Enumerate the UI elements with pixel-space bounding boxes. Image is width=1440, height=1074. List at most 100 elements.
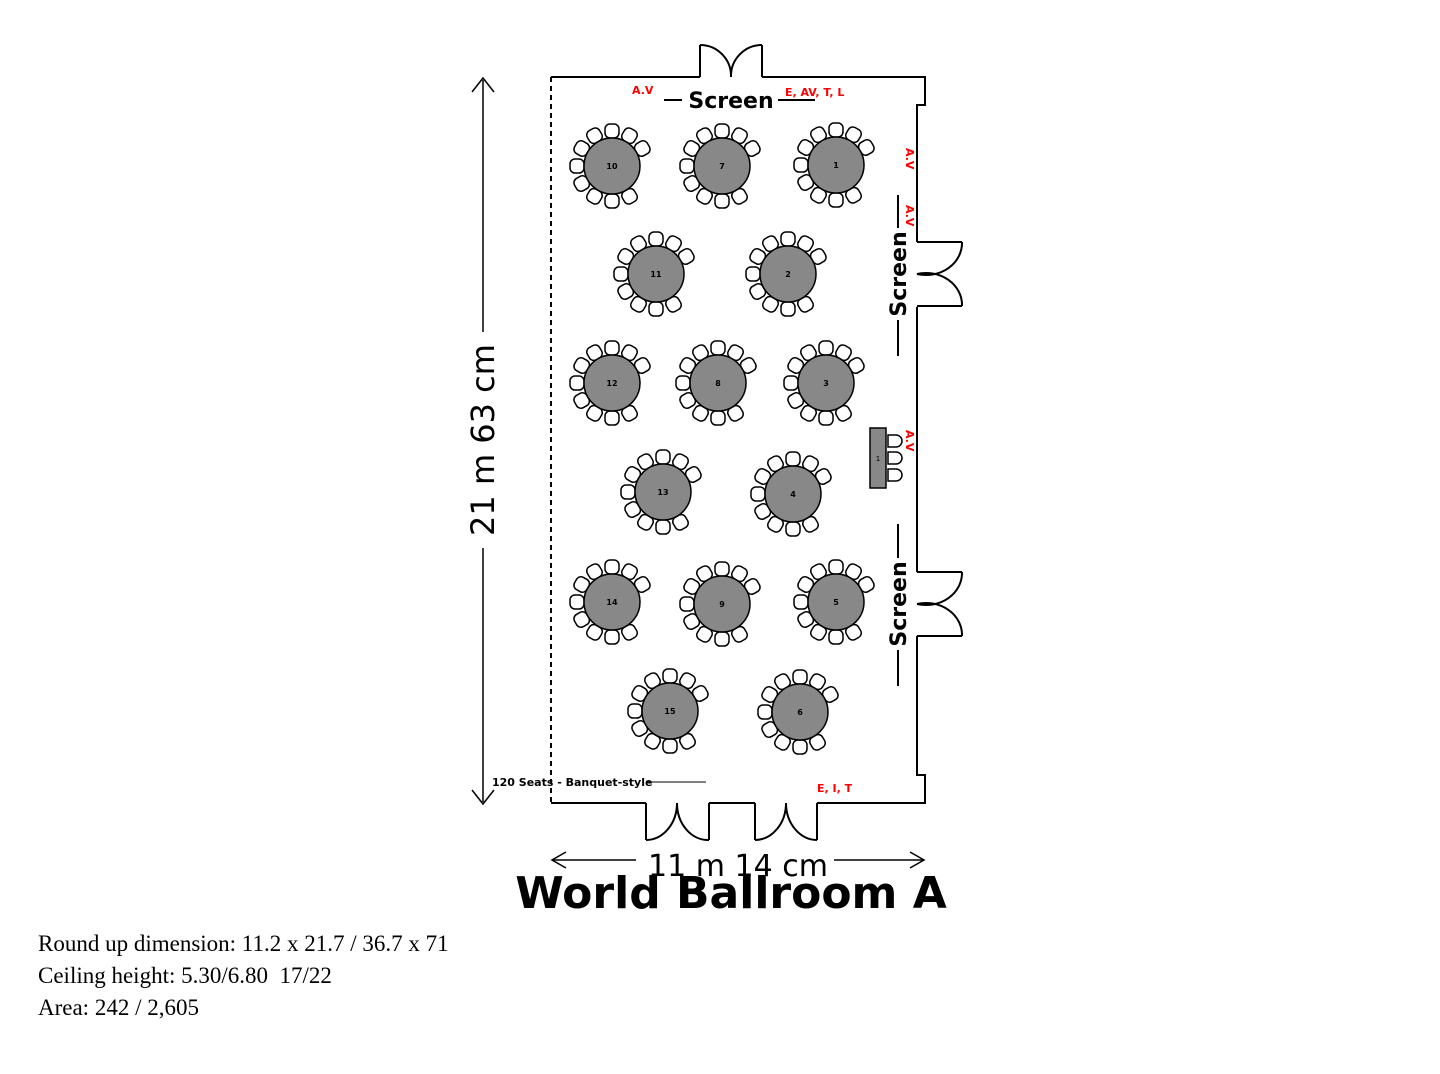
- chair: [785, 451, 801, 467]
- chair: [793, 157, 809, 173]
- chair: [828, 122, 844, 138]
- chair: [714, 631, 730, 647]
- door-right-lower[interactable]: [916, 571, 964, 637]
- round-table-10[interactable]: 10: [569, 123, 652, 209]
- outlet-av-top: A.V: [632, 84, 654, 97]
- chair: [679, 596, 695, 612]
- screen-label-right-lower: Screen: [887, 561, 912, 646]
- screen-label-right-upper: Screen: [887, 231, 912, 316]
- chair: [569, 594, 585, 610]
- chair: [604, 559, 620, 575]
- round-table-3[interactable]: 3: [783, 340, 866, 426]
- chair: [620, 484, 636, 500]
- round-up-dimension: Round up dimension: 11.2 x 21.7 / 36.7 x…: [38, 931, 449, 956]
- table-top: [797, 354, 855, 412]
- round-table-15[interactable]: 15: [627, 668, 710, 754]
- door-bottom-left[interactable]: [645, 802, 756, 842]
- outlet-av-right-2: A.V: [903, 205, 916, 227]
- chair: [569, 158, 585, 174]
- table-top: [807, 136, 865, 194]
- chair: [757, 704, 773, 720]
- floor-plan: Screen Screen Screen A.V E, AV, T, L A.V…: [464, 44, 964, 919]
- table-number: 15: [664, 707, 676, 716]
- chair: [828, 629, 844, 645]
- chair: [648, 231, 664, 247]
- chair: [569, 375, 585, 391]
- table-number: 1: [833, 161, 839, 170]
- chair: [785, 521, 801, 537]
- table-number: 9: [719, 600, 725, 609]
- outlet-bottom-right: E, I, T: [817, 782, 853, 795]
- width-dimension: [550, 851, 926, 869]
- length-dimension: [471, 76, 495, 806]
- round-table-2[interactable]: 2: [745, 231, 828, 317]
- door-top[interactable]: [699, 44, 763, 78]
- width-label: 11 m 14 cm: [648, 849, 828, 884]
- screen-right-lower: Screen: [887, 524, 912, 686]
- chair: [792, 739, 808, 755]
- chair: [604, 123, 620, 139]
- table-number: 7: [719, 162, 725, 171]
- round-table-12[interactable]: 12: [569, 340, 652, 426]
- chair: [604, 193, 620, 209]
- head-table[interactable]: 1: [869, 427, 903, 489]
- table-number: 5: [833, 598, 839, 607]
- round-table-1[interactable]: 1: [793, 122, 876, 208]
- table-top: [583, 354, 641, 412]
- table-top: [759, 245, 817, 303]
- chair: [745, 266, 761, 282]
- head-table-label: 1: [876, 455, 880, 463]
- table-number: 14: [606, 598, 618, 607]
- table-number: 11: [650, 270, 662, 279]
- round-table-9[interactable]: 9: [679, 561, 762, 647]
- round-table-7[interactable]: 7: [679, 123, 762, 209]
- table-top: [634, 463, 692, 521]
- chair: [818, 340, 834, 356]
- ceiling-height: Ceiling height: 5.30/6.80 17/22: [38, 963, 332, 988]
- round-table-6[interactable]: 6: [757, 669, 840, 755]
- table-top: [807, 573, 865, 631]
- table-top: [764, 465, 822, 523]
- chair: [828, 192, 844, 208]
- round-table-13[interactable]: 13: [620, 449, 703, 535]
- table-number: 2: [785, 270, 791, 279]
- table-number: 4: [790, 490, 796, 499]
- table-number: 13: [657, 488, 668, 497]
- chair: [648, 301, 664, 317]
- screen-right-upper: Screen: [887, 195, 912, 356]
- door-right-upper[interactable]: [916, 241, 964, 307]
- room-title: World Ballroom A: [515, 868, 947, 919]
- table-number: 8: [715, 379, 721, 388]
- screen-top: Screen: [664, 89, 815, 114]
- table-top: [689, 354, 747, 412]
- table-number: 12: [606, 379, 617, 388]
- screen-label-top: Screen: [688, 89, 773, 114]
- chair: [604, 410, 620, 426]
- table-top: [627, 245, 685, 303]
- table-top: [771, 683, 829, 741]
- chair: [604, 629, 620, 645]
- chair: [783, 375, 799, 391]
- round-table-4[interactable]: 4: [750, 451, 833, 537]
- round-table-8[interactable]: 8: [675, 340, 758, 426]
- door-bottom-right[interactable]: [754, 802, 818, 841]
- table-top: [693, 575, 751, 633]
- chair: [679, 158, 695, 174]
- chair: [655, 519, 671, 535]
- table-number: 10: [606, 162, 618, 171]
- chair: [655, 449, 671, 465]
- round-table-14[interactable]: 14: [569, 559, 652, 645]
- chair: [675, 375, 691, 391]
- outlet-av-right-1: A.V: [903, 148, 916, 170]
- round-table-5[interactable]: 5: [793, 559, 876, 645]
- table-number: 3: [823, 379, 829, 388]
- chair: [714, 193, 730, 209]
- chair: [627, 703, 643, 719]
- length-label: 21 m 63 cm: [464, 344, 502, 536]
- chair: [714, 123, 730, 139]
- round-table-11[interactable]: 11: [613, 231, 696, 317]
- table-top: [693, 137, 751, 195]
- chair: [714, 561, 730, 577]
- chair: [818, 410, 834, 426]
